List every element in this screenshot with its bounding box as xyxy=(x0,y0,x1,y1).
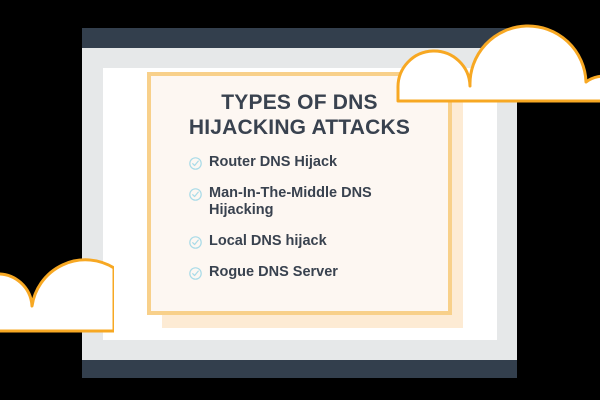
attack-types-list: Router DNS Hijack Man-In-The-Middle DNS … xyxy=(167,154,432,281)
check-circle-icon xyxy=(189,236,202,249)
list-item-label: Local DNS hijack xyxy=(209,233,327,249)
attack-types-card: TYPES OF DNS HIJACKING ATTACKS Router DN… xyxy=(147,72,452,315)
page-title: TYPES OF DNS HIJACKING ATTACKS xyxy=(188,91,411,139)
cloud-icon xyxy=(396,24,600,103)
list-item-label: Router DNS Hijack xyxy=(209,154,338,170)
list-item-label: Rogue DNS Server xyxy=(209,264,338,280)
list-item: Router DNS Hijack xyxy=(189,154,432,171)
monitor-top-bar xyxy=(82,28,517,48)
monitor-bottom-bar xyxy=(82,360,517,378)
card-content: TYPES OF DNS HIJACKING ATTACKS Router DN… xyxy=(151,76,448,311)
list-item: Man-In-The-Middle DNS Hijacking xyxy=(189,185,432,219)
cloud-icon xyxy=(0,258,114,333)
list-item-label: Man-In-The-Middle DNS Hijacking xyxy=(209,185,372,218)
list-item: Rogue DNS Server xyxy=(189,264,432,281)
check-circle-icon xyxy=(189,157,202,170)
check-circle-icon xyxy=(189,188,202,201)
check-circle-icon xyxy=(189,267,202,280)
list-item: Local DNS hijack xyxy=(189,233,432,250)
